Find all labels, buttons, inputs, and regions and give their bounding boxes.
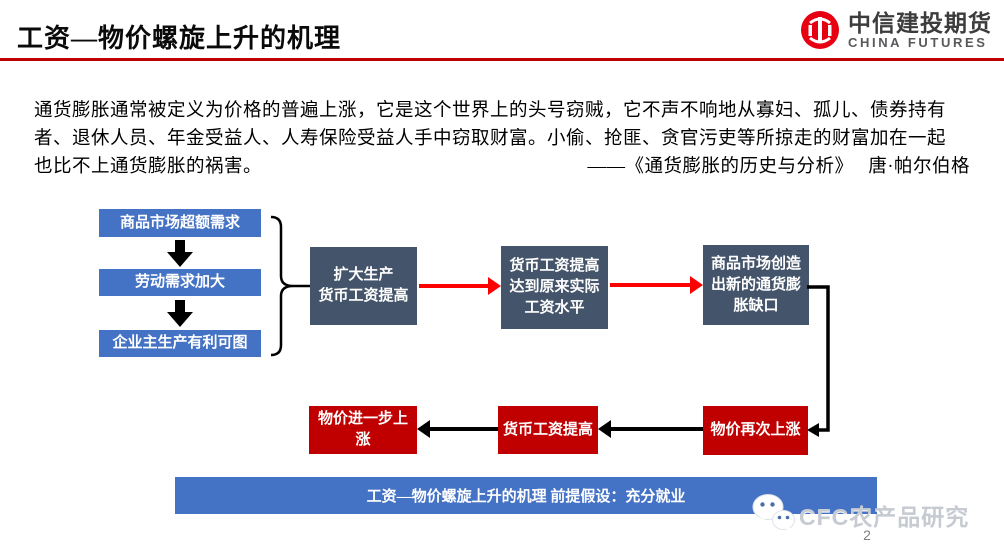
quote-line-3-text: 也比不上通货膨胀的祸害。 [34, 157, 263, 177]
elbow-connector-arrow [807, 285, 830, 437]
brand-name-en: CHINA FUTURES [848, 34, 988, 50]
cause-box-profitable-production: 企业主生产有利可图 [99, 330, 261, 357]
brace-connector [270, 215, 311, 357]
quote-attribution: ——《通货膨胀的历史与分析》 唐·帕尔伯格 [587, 157, 970, 177]
quote-line-2: 者、退休人员、年金受益人、人寿保险受益人手中窃取财富。小偷、抢匪、贪官污吏等所掠… [34, 129, 947, 149]
spiral-box-prices-rise-again: 物价再次上涨 [703, 406, 808, 455]
brand-text: 中信建投期货 CHINA FUTURES [848, 11, 992, 50]
quote-line-3: 也比不上通货膨胀的祸害。 ——《通货膨胀的历史与分析》 唐·帕尔伯格 [34, 153, 970, 181]
black-arrow-left-icon [598, 420, 703, 438]
cause-box-labor-demand: 劳动需求加大 [99, 269, 261, 296]
red-arrow-right-icon [610, 276, 703, 294]
quote-line-1: 通货膨胀通常被定义为价格的普遍上涨，它是这个世界上的头号窃贼，它不声不响地从寡妇… [34, 101, 947, 121]
company-logo: 中信建投期货 CHINA FUTURES [800, 10, 992, 50]
cause-box-excess-demand: 商品市场超额需求 [99, 209, 261, 237]
process-box-expand-production: 扩大生产 货币工资提高 [310, 247, 417, 325]
down-arrow-icon [167, 300, 193, 327]
page-number: 2 [863, 527, 871, 543]
spiral-box-money-wage-rises: 货币工资提高 [498, 406, 598, 454]
red-arrow-right-icon [419, 277, 501, 295]
company-logo-icon [801, 11, 839, 49]
wechat-icon [752, 494, 795, 533]
black-arrow-left-icon [417, 420, 498, 438]
wechat-account-label: CFC农产品研究 [799, 504, 970, 530]
process-box-wage-reaches-real-level: 货币工资提高 达到原来实际 工资水平 [501, 246, 608, 329]
inflation-quote: 通货膨胀通常被定义为价格的普遍上涨，它是这个世界上的头号窃贼，它不声不响地从寡妇… [34, 97, 970, 181]
down-arrow-icon [167, 240, 193, 267]
brand-name-cn: 中信建投期货 [848, 10, 992, 36]
page-title: 工资—物价螺旋上升的机理 [17, 24, 342, 53]
spiral-box-prices-rise-further: 物价进一步上 涨 [309, 406, 417, 454]
process-box-new-inflation-gap: 商品市场创造 出新的通货膨 胀缺口 [703, 245, 809, 325]
header-divider [0, 58, 1004, 61]
